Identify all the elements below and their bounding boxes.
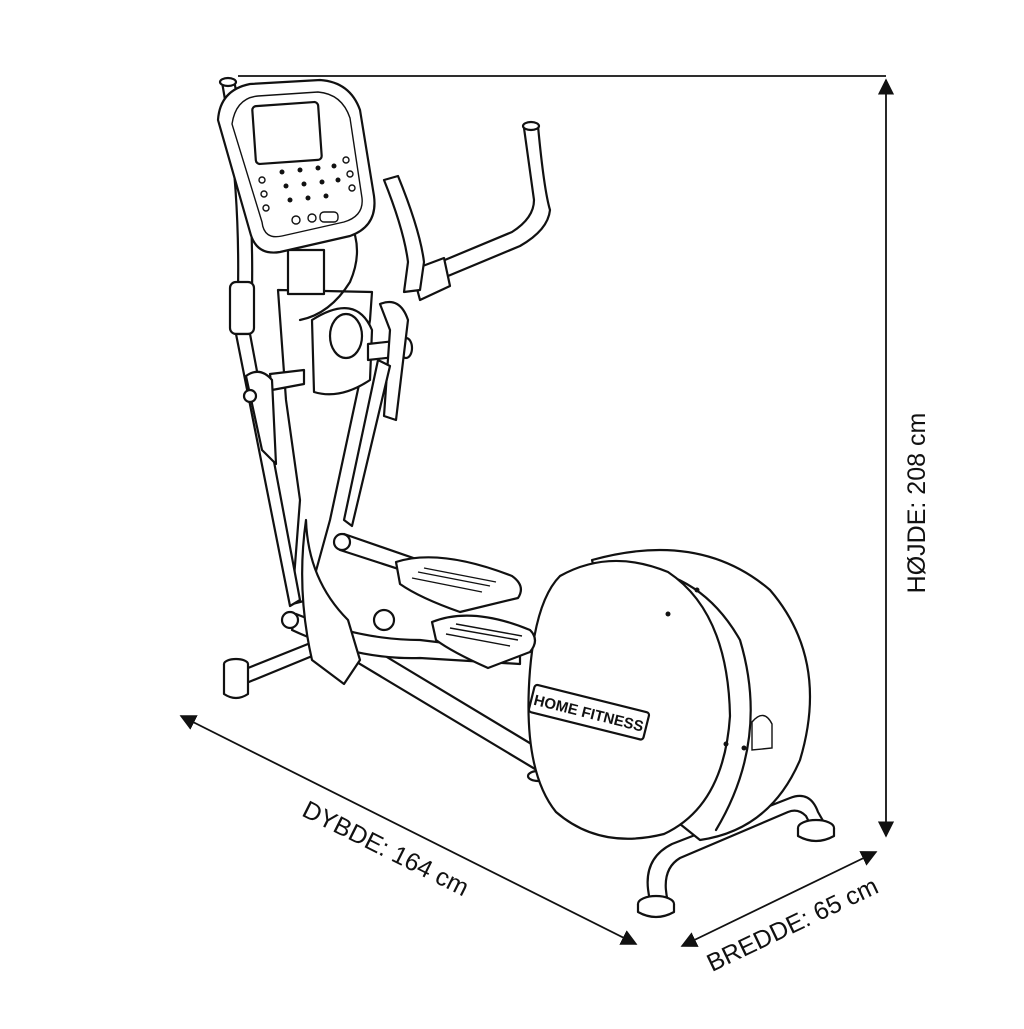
screw-4 [694, 587, 700, 593]
console-bottom-button[interactable] [307, 213, 317, 223]
right-handle-upper [438, 124, 552, 278]
console-button[interactable] [283, 183, 289, 189]
console-side-button[interactable] [348, 184, 356, 192]
console [216, 78, 376, 254]
right-arm-pivot [332, 532, 352, 552]
crank-hub [372, 608, 396, 632]
height-label: HØJDE: 208 cm [903, 413, 931, 594]
console-button[interactable] [279, 169, 285, 175]
console-display [251, 100, 323, 166]
left-handle-grip [228, 280, 256, 336]
lower-shroud [301, 518, 362, 686]
console-bezel [231, 91, 363, 238]
console-button[interactable] [287, 197, 293, 203]
right-handle-cap [521, 120, 541, 132]
console-start-button[interactable] [319, 211, 339, 223]
height-dimension: HØJDE: 208 cm [238, 75, 931, 838]
pivot-cap [328, 312, 364, 360]
console-side-button[interactable] [342, 156, 350, 164]
console-cable [298, 220, 359, 322]
left-swing-bolt [242, 388, 258, 404]
console-button[interactable] [319, 179, 325, 185]
rear-left-foot-base [636, 904, 676, 919]
handlebars [218, 76, 552, 608]
rear-right-foot-base [796, 828, 836, 843]
console-side-button[interactable] [262, 204, 270, 212]
main-column [268, 248, 414, 686]
right-handle-stem [382, 174, 426, 294]
flywheel-housing: HOME FITNESS [527, 548, 812, 842]
left-arm-pivot [280, 610, 300, 630]
depth-arrow [179, 715, 638, 945]
width-label: BREDDE: 65 cm [703, 872, 883, 977]
front-foot [222, 664, 250, 700]
width-dimension: BREDDE: 65 cm [680, 851, 883, 977]
rear-pedal-grip [411, 567, 497, 593]
console-buttons [258, 156, 356, 225]
console-button[interactable] [335, 177, 341, 183]
width-arrow [680, 851, 878, 947]
console-bottom-button[interactable] [291, 215, 301, 225]
console-mast [286, 248, 326, 296]
console-button[interactable] [331, 163, 337, 169]
console-button[interactable] [315, 165, 321, 171]
console-button[interactable] [301, 181, 307, 187]
console-side-button[interactable] [260, 190, 268, 198]
console-side-button[interactable] [346, 170, 354, 178]
screw-1 [665, 611, 671, 617]
pedal-assembly [280, 532, 537, 670]
console-button[interactable] [297, 167, 303, 173]
left-swing-plate [244, 370, 278, 466]
flywheel-access-panel [751, 714, 773, 751]
flywheel-front-cover [527, 559, 732, 840]
right-connector-arm [342, 358, 392, 528]
brand-plate-frame [527, 683, 651, 741]
console-button[interactable] [323, 193, 329, 199]
screw-2 [723, 741, 729, 747]
rear-pedal [394, 556, 523, 614]
console-side-button[interactable] [258, 176, 266, 184]
console-button[interactable] [305, 195, 311, 201]
right-handle-lower [378, 300, 410, 422]
screw-3 [741, 745, 747, 751]
front-pedal-grip [445, 623, 523, 647]
left-handle-cap [218, 76, 238, 88]
